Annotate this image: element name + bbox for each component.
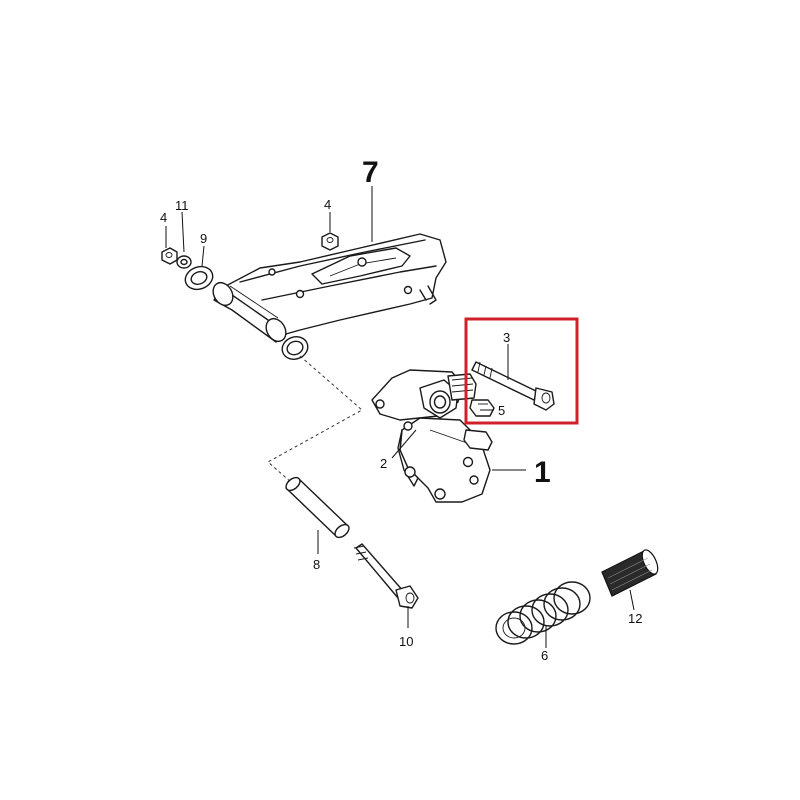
label-6: 6 — [541, 648, 548, 663]
part-labels: 7 4 11 9 4 3 5 2 1 8 10 6 12 — [160, 156, 642, 663]
label-12: 12 — [628, 611, 642, 626]
leader-lines — [165, 186, 635, 648]
label-8: 8 — [313, 557, 320, 572]
label-4-top: 4 — [324, 197, 331, 212]
label-11: 11 — [175, 198, 189, 213]
part-12-grip-sleeve[interactable] — [601, 548, 661, 597]
part-8-pin[interactable] — [284, 475, 352, 540]
assembly-line — [267, 355, 363, 491]
label-2: 2 — [380, 456, 387, 471]
highlight-box — [464, 317, 579, 425]
part-3-bolt[interactable] — [471, 361, 555, 411]
part-5-clip[interactable] — [469, 399, 495, 417]
label-1: 1 — [534, 456, 551, 489]
part-10-bolt[interactable] — [353, 543, 419, 609]
part-1-bracket[interactable] — [371, 369, 493, 503]
part-9-washer[interactable] — [182, 263, 216, 293]
part-washer-lower[interactable] — [279, 333, 311, 363]
label-9: 9 — [200, 231, 207, 246]
label-10: 10 — [399, 634, 413, 649]
part-4-nut-left[interactable] — [161, 247, 178, 265]
part-6-spring[interactable] — [495, 581, 591, 645]
label-7: 7 — [362, 156, 379, 189]
label-4-left: 4 — [160, 210, 167, 225]
part-4-nut-top[interactable] — [321, 232, 339, 251]
label-3: 3 — [503, 330, 510, 345]
label-5: 5 — [498, 403, 505, 418]
part-7-swing-arm[interactable] — [209, 233, 447, 345]
part-11-washer[interactable] — [176, 255, 192, 269]
